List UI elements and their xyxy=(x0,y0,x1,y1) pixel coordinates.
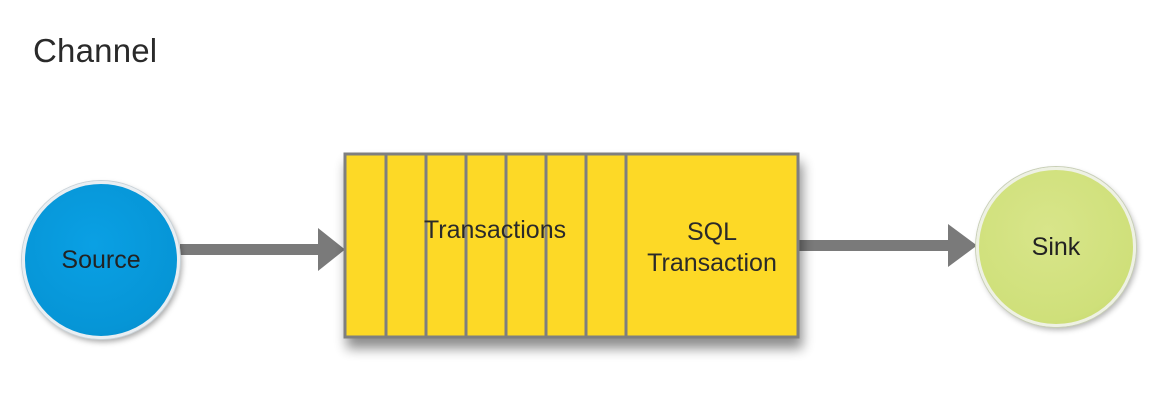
arrow-queue-to-sink xyxy=(798,224,977,267)
arrow-source-to-queue xyxy=(180,228,345,271)
transactions-label: Transactions xyxy=(423,216,567,244)
sink-label: Sink xyxy=(1031,232,1081,261)
transaction-queue xyxy=(343,152,800,339)
source-node: Source xyxy=(22,181,180,339)
sink-node: Sink xyxy=(976,167,1136,327)
diagram-title: Channel xyxy=(33,32,158,69)
transaction-slots xyxy=(384,154,628,337)
sql-transaction-label: SQL Transaction xyxy=(647,218,777,277)
source-label: Source xyxy=(61,245,141,274)
